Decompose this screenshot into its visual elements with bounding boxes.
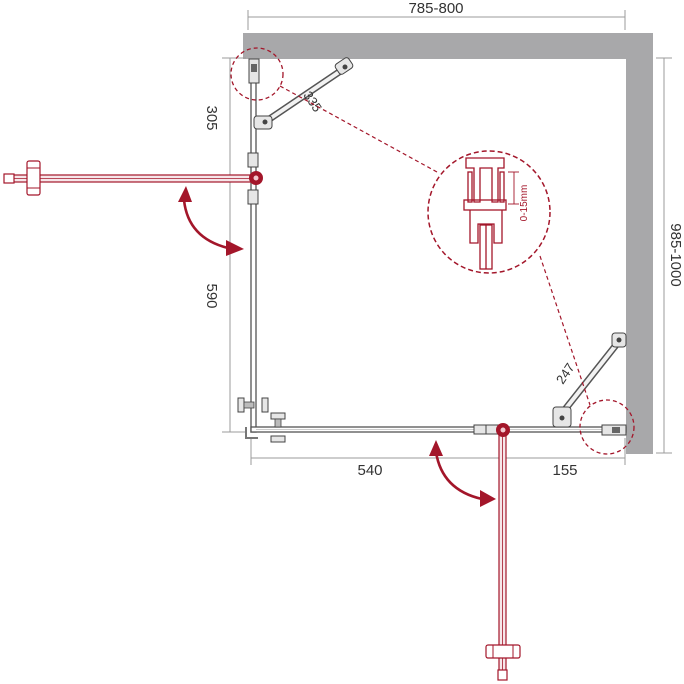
left-door-handle	[3, 160, 41, 196]
left-glass-panel	[250, 59, 257, 433]
back-wall	[243, 33, 653, 59]
left-lower-label: 590	[203, 283, 220, 308]
hinge-icon	[247, 152, 501, 435]
right-height-label: 985-1000	[667, 223, 684, 286]
top-stabilizer-bar: 335	[253, 57, 354, 130]
right-height-dimension: 985-1000	[656, 57, 684, 454]
detail-callout-top	[230, 47, 284, 101]
top-width-dimension: 785-800	[247, 0, 626, 30]
detail-gap-label: 0-15mm	[519, 185, 530, 222]
bottom-door-handle	[485, 644, 521, 681]
corner-profile	[245, 427, 258, 439]
bottom-left-label: 540	[357, 462, 382, 479]
top-width-label: 785-800	[408, 0, 463, 17]
right-wall	[626, 33, 653, 454]
bottom-stabilizer-bar: 247	[552, 332, 627, 428]
bottom-door-open	[485, 423, 521, 681]
detail-callout-bottom	[579, 399, 635, 455]
brace-bottom-label: 247	[553, 360, 578, 386]
door-swing-arrow-icon	[429, 440, 496, 507]
detail-magnifier-icon: 0-15mm	[427, 150, 551, 274]
left-upper-label: 305	[203, 105, 220, 130]
left-dimensions: 305 590	[203, 57, 246, 433]
top-wall-profile	[248, 58, 260, 84]
handle-icon	[237, 397, 286, 443]
right-wall-profile	[601, 424, 627, 436]
left-door-open	[3, 160, 263, 196]
door-swing-arrow-icon	[178, 186, 244, 256]
bottom-right-label: 155	[552, 462, 577, 479]
